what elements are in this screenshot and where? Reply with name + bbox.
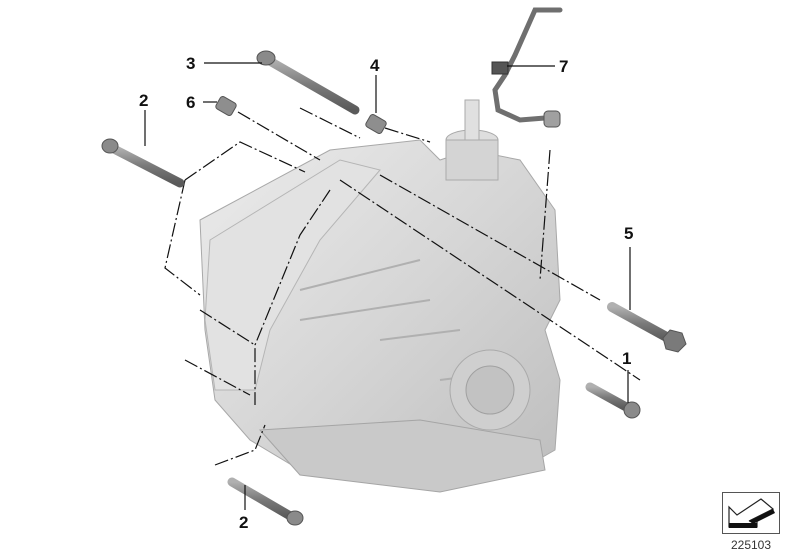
transmission-housing [199,99,561,493]
callout-2-lower: 2 [239,513,249,532]
bolt-5 [607,302,687,353]
reference-number: 225103 [730,538,772,552]
callout-3: 3 [186,54,196,73]
callout-2-upper: 2 [139,91,149,110]
callout-7: 7 [559,57,569,76]
callout-1: 1 [622,349,632,368]
sleeve-4 [365,114,387,134]
callout-leaders [144,62,631,510]
breather-line-7 [491,7,563,128]
callout-6: 6 [186,93,196,112]
orientation-box [722,492,780,534]
bolt-2-upper [101,138,185,188]
bolt-1 [585,382,641,419]
front-arrow-icon [728,498,775,528]
callout-5: 5 [624,224,634,243]
sleeve-6 [215,96,237,116]
callout-4: 4 [370,56,380,75]
bolt-2-lower [227,477,304,526]
bolt-3 [256,50,360,115]
assembly-lines [164,107,641,466]
